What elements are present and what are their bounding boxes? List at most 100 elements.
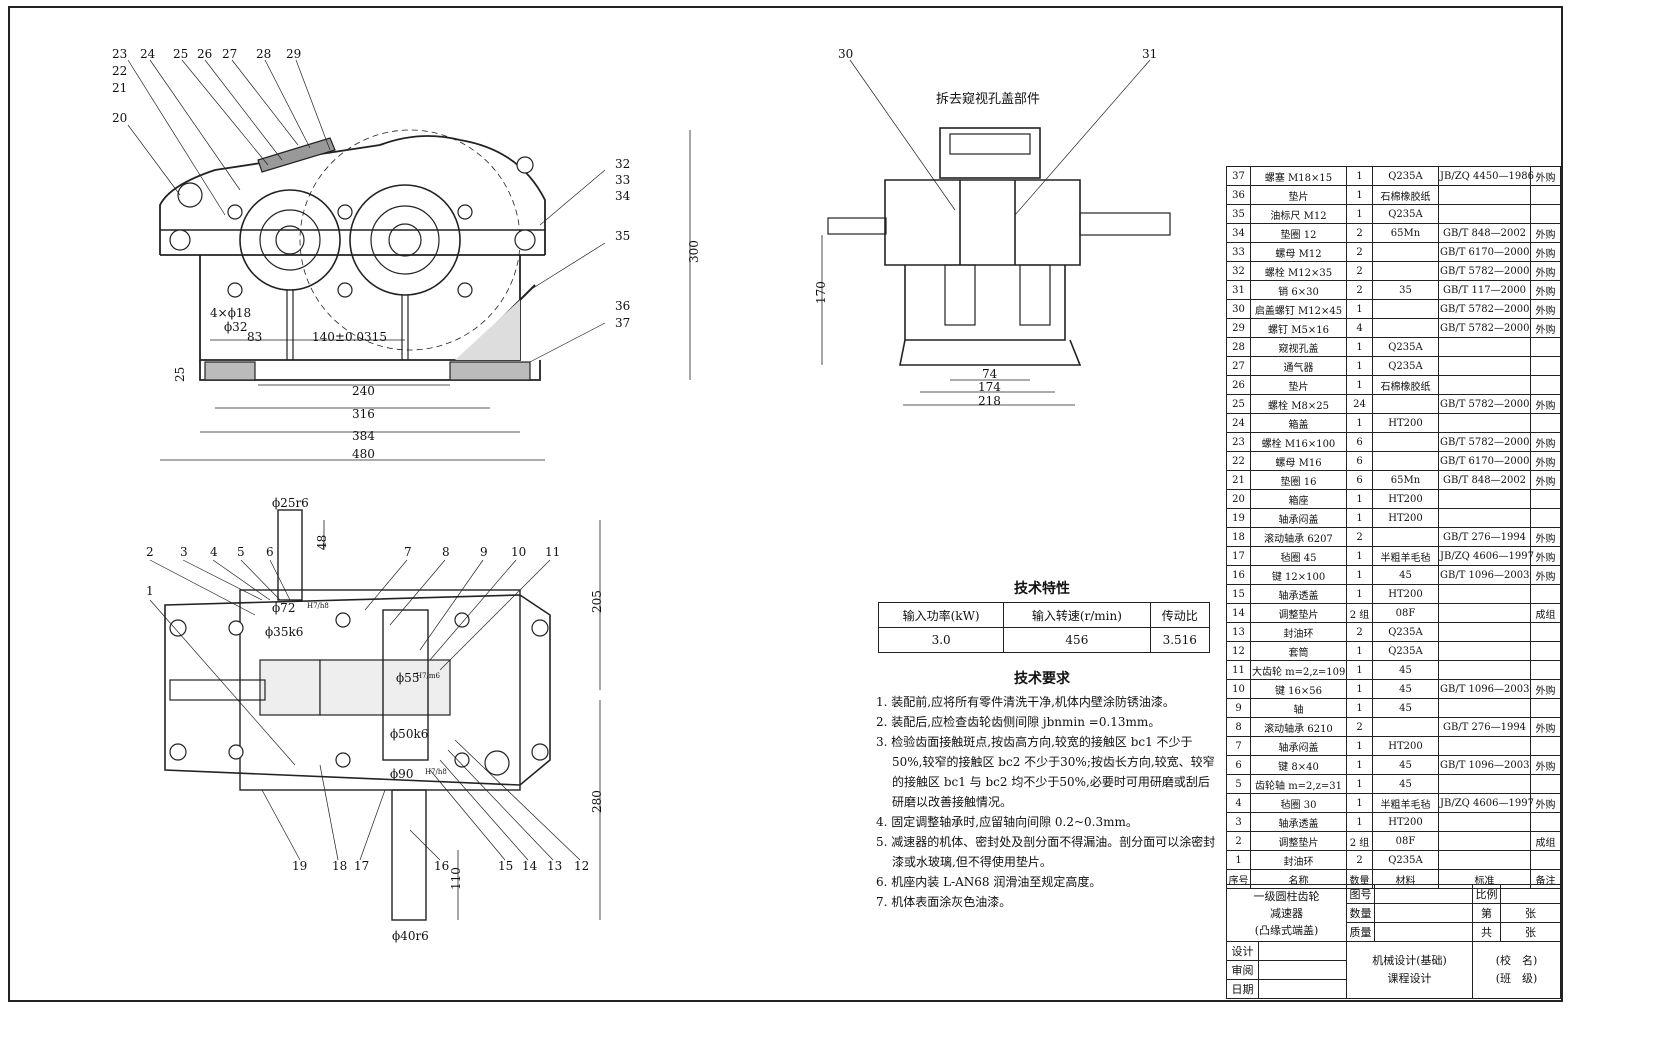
dim-300: 300	[687, 240, 701, 263]
parts-cell-qty: 4	[1346, 318, 1373, 338]
parts-cell-material	[1372, 717, 1439, 737]
parts-cell-name: 通气器	[1250, 356, 1347, 376]
parts-cell-remark: 外购	[1530, 679, 1561, 699]
parts-cell-index: 27	[1226, 356, 1251, 376]
parts-cell-standard	[1438, 622, 1531, 642]
parts-cell-name: 封油环	[1250, 850, 1347, 870]
parts-cell-index: 8	[1226, 717, 1251, 737]
parts-cell-name: 键 12×100	[1250, 565, 1347, 585]
side-view-labels: 拆去窥视孔盖部件 30 31 170 74 174 218	[814, 47, 1157, 408]
parts-cell-standard: JB/ZQ 4606—1997	[1438, 546, 1534, 566]
parts-cell-qty: 2	[1346, 527, 1373, 547]
parts-cell-name: 轴承闷盖	[1250, 508, 1347, 528]
parts-cell-name: 箱盖	[1250, 413, 1347, 433]
parts-cell-material: Q235A	[1372, 166, 1439, 186]
label-16: 16	[434, 859, 449, 873]
parts-cell-standard	[1438, 489, 1531, 509]
parts-cell-name: 螺栓 M8×25	[1250, 394, 1347, 414]
parts-cell-index: 35	[1226, 204, 1251, 224]
parts-cell-name: 螺母 M16	[1250, 451, 1347, 471]
parts-cell-index: 14	[1226, 603, 1251, 623]
parts-cell-index: 9	[1226, 698, 1251, 718]
parts-cell-standard: GB/T 6170—2000	[1438, 451, 1531, 471]
drawing-no-label: 图号	[1346, 884, 1375, 904]
school-class: (校 名) (班 级)	[1472, 941, 1561, 999]
parts-cell-material	[1372, 261, 1439, 281]
parts-cell-name: 启盖螺钉 M12×45	[1250, 299, 1347, 319]
requirement-item: 7. 机体表面涂灰色油漆。	[876, 895, 1012, 909]
parts-cell-qty: 1	[1346, 793, 1373, 813]
class-name: (班 级)	[1495, 972, 1538, 985]
parts-cell-index: 30	[1226, 299, 1251, 319]
mass-value	[1374, 922, 1473, 942]
parts-cell-name: 轴承透盖	[1250, 812, 1347, 832]
tech-requirements-list: 1. 装配前,应将所有零件清洗干净,机体内壁涂防锈油漆。 2. 装配后,应检查齿…	[876, 692, 1216, 912]
side-view-note: 拆去窥视孔盖部件	[936, 91, 1040, 107]
label-15: 15	[498, 859, 513, 873]
parts-cell-index: 26	[1226, 375, 1251, 395]
parts-cell-standard: GB/T 848—2002	[1438, 223, 1531, 243]
parts-cell-name: 垫圈 12	[1250, 223, 1347, 243]
parts-cell-qty: 6	[1346, 432, 1373, 452]
parts-cell-name: 封油环	[1250, 622, 1347, 642]
parts-cell-standard: GB/T 1096—2003	[1438, 679, 1531, 699]
parts-cell-qty: 2	[1346, 622, 1373, 642]
parts-cell-name: 毡圈 30	[1250, 793, 1347, 813]
parts-cell-remark	[1530, 337, 1561, 357]
parts-cell-index: 34	[1226, 223, 1251, 243]
dim-140: 140±0.0315	[312, 330, 387, 344]
label-19: 19	[292, 859, 307, 873]
assembly-name-line3: (凸缘式端盖)	[1254, 923, 1319, 937]
quantity-value	[1374, 903, 1473, 923]
parts-cell-material: 半粗羊毛毡	[1372, 546, 1439, 566]
parts-cell-standard	[1438, 584, 1531, 604]
title-block: 一级圆柱齿轮 减速器 (凸缘式端盖) 图号 比例 数量 第 张 质量 共 张 设…	[1226, 884, 1561, 999]
parts-cell-material: 45	[1372, 660, 1439, 680]
dim-74: 74	[982, 367, 998, 381]
parts-cell-qty: 1	[1346, 204, 1373, 224]
parts-cell-standard: GB/T 117—2000	[1438, 280, 1531, 300]
parts-cell-remark	[1530, 413, 1561, 433]
design-label: 设计	[1226, 941, 1259, 961]
assembly-name-line2: 减速器	[1270, 906, 1303, 920]
parts-cell-name: 滚动轴承 6207	[1250, 527, 1347, 547]
parts-cell-index: 6	[1226, 755, 1251, 775]
parts-cell-standard: GB/T 1096—2003	[1438, 755, 1531, 775]
parts-cell-remark: 外购	[1530, 565, 1561, 585]
parts-cell-material: 45	[1372, 774, 1439, 794]
parts-cell-material: Q235A	[1372, 850, 1439, 870]
parts-cell-standard	[1438, 204, 1531, 224]
parts-cell-material	[1372, 432, 1439, 452]
top-view-labels: 2 3 4 5 6 7 8 9 10 11 1 19 18 17 16 15 1…	[146, 496, 604, 943]
parts-cell-index: 2	[1226, 831, 1251, 851]
parts-cell-material: 半粗羊毛毡	[1372, 793, 1439, 813]
parts-cell-index: 28	[1226, 337, 1251, 357]
parts-cell-remark	[1530, 508, 1561, 528]
parts-cell-qty: 2	[1346, 242, 1373, 262]
parts-cell-name: 垫片	[1250, 375, 1347, 395]
quantity-label: 数量	[1346, 903, 1375, 923]
parts-cell-qty: 1	[1346, 413, 1373, 433]
parts-cell-index: 18	[1226, 527, 1251, 547]
parts-cell-name: 键 8×40	[1250, 755, 1347, 775]
sheet-unit: 张	[1500, 903, 1561, 923]
requirement-item: 5. 减速器的机体、密封处及剖分面不得漏油。剖分面可以涂密封漆或水玻璃,但不得使…	[876, 835, 1216, 869]
parts-cell-remark: 外购	[1530, 432, 1561, 452]
parts-cell-material: Q235A	[1372, 204, 1439, 224]
sheet-no-label: 第	[1472, 903, 1501, 923]
dim-240: 240	[352, 384, 375, 398]
parts-cell-qty: 1	[1346, 736, 1373, 756]
value-ratio: 3.516	[1149, 627, 1211, 653]
parts-cell-name: 垫圈 16	[1250, 470, 1347, 490]
label-26: 26	[197, 47, 212, 61]
parts-cell-material: HT200	[1372, 489, 1439, 509]
